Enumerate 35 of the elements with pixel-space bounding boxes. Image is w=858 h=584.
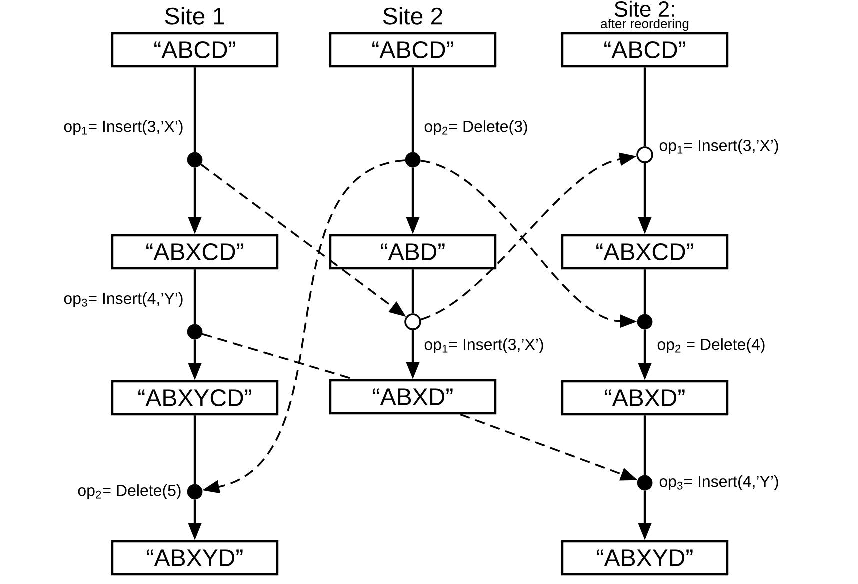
operation-label: op$_{3}$= Insert(4,’Y’)	[660, 476, 778, 490]
event-dot	[637, 475, 653, 491]
connector-line	[194, 68, 196, 152]
event-dot	[637, 314, 653, 330]
event-dot	[187, 484, 203, 500]
operation-label: op$_{2}$= Delete(3)	[424, 120, 528, 136]
operation-label: op$_{3}$= Insert(4,’Y’)	[64, 292, 183, 308]
string-box: “ABD”	[329, 234, 497, 270]
string-box: “ABXYD”	[561, 540, 729, 576]
string-box: “ABCD”	[111, 32, 279, 68]
string-box: “ABCD”	[329, 32, 497, 68]
connector-line	[194, 270, 196, 324]
string-box: “ABXD”	[329, 379, 497, 415]
string-box: “ABXCD”	[561, 234, 729, 270]
string-box: “ABXYD”	[111, 540, 279, 576]
string-box: “ABXCD”	[111, 234, 279, 270]
operation-label: op$_{1}$= Insert(3,’X’)	[424, 338, 544, 354]
connector-line	[644, 416, 646, 476]
connector-line	[412, 68, 414, 152]
connector-line	[194, 416, 196, 484]
event-circle	[404, 314, 422, 330]
string-box: “ABXYCD”	[111, 380, 279, 416]
operation-label: op$_{1}$= Insert(3,’X’)	[64, 120, 183, 136]
event-dot	[187, 324, 203, 340]
string-box: “ABCD”	[561, 32, 729, 68]
string-box: “ABXD”	[561, 380, 729, 416]
operation-label: op$_{1}$= Insert(3,’X’)	[660, 140, 778, 154]
connector-line	[412, 270, 414, 314]
connector-line	[644, 68, 646, 147]
connector-line	[644, 270, 646, 314]
event-dot	[405, 152, 421, 168]
event-circle	[636, 146, 654, 164]
operation-label: op$_{2}$= Delete(5)	[78, 484, 181, 500]
event-dot	[187, 152, 203, 168]
operation-label: op$_{2}$ = Delete(4)	[658, 338, 765, 354]
